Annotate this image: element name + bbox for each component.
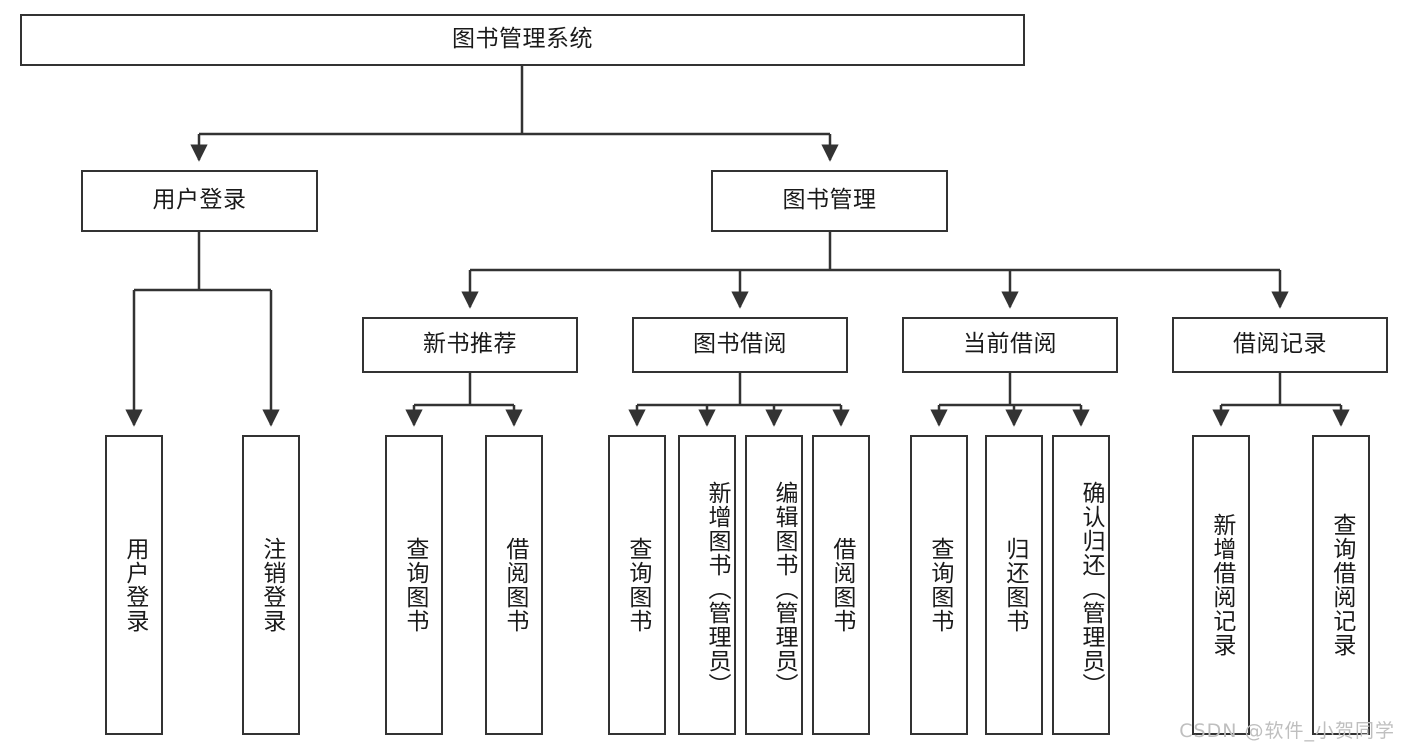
leaf-lend-book[interactable]: 借阅图书: [812, 435, 870, 735]
leaf-add-borrow-record[interactable]: 新增借阅记录: [1192, 435, 1250, 735]
leaf-add-book-admin[interactable]: 新增图书（管理员）: [678, 435, 736, 735]
node-current-borrow[interactable]: 当前借阅: [902, 317, 1118, 373]
leaf-user-login[interactable]: 用户登录: [105, 435, 163, 735]
node-borrow-records[interactable]: 借阅记录: [1172, 317, 1388, 373]
leaf-return-book[interactable]: 归还图书: [985, 435, 1043, 735]
leaf-query-book-recommend[interactable]: 查询图书: [385, 435, 443, 735]
leaf-edit-book-admin[interactable]: 编辑图书（管理员）: [745, 435, 803, 735]
leaf-query-book-current[interactable]: 查询图书: [910, 435, 968, 735]
leaf-borrow-book-recommend[interactable]: 借阅图书: [485, 435, 543, 735]
leaf-query-book-borrow[interactable]: 查询图书: [608, 435, 666, 735]
leaf-query-borrow-record[interactable]: 查询借阅记录: [1312, 435, 1370, 735]
node-user-login[interactable]: 用户登录: [81, 170, 318, 232]
csdn-watermark: CSDN @软件_小贺同学: [1179, 720, 1395, 742]
node-book-management[interactable]: 图书管理: [711, 170, 948, 232]
leaf-user-logout[interactable]: 注销登录: [242, 435, 300, 735]
node-new-book-recommend[interactable]: 新书推荐: [362, 317, 578, 373]
node-book-borrow[interactable]: 图书借阅: [632, 317, 848, 373]
leaf-confirm-return-admin[interactable]: 确认归还（管理员）: [1052, 435, 1110, 735]
node-root-system[interactable]: 图书管理系统: [20, 14, 1025, 66]
